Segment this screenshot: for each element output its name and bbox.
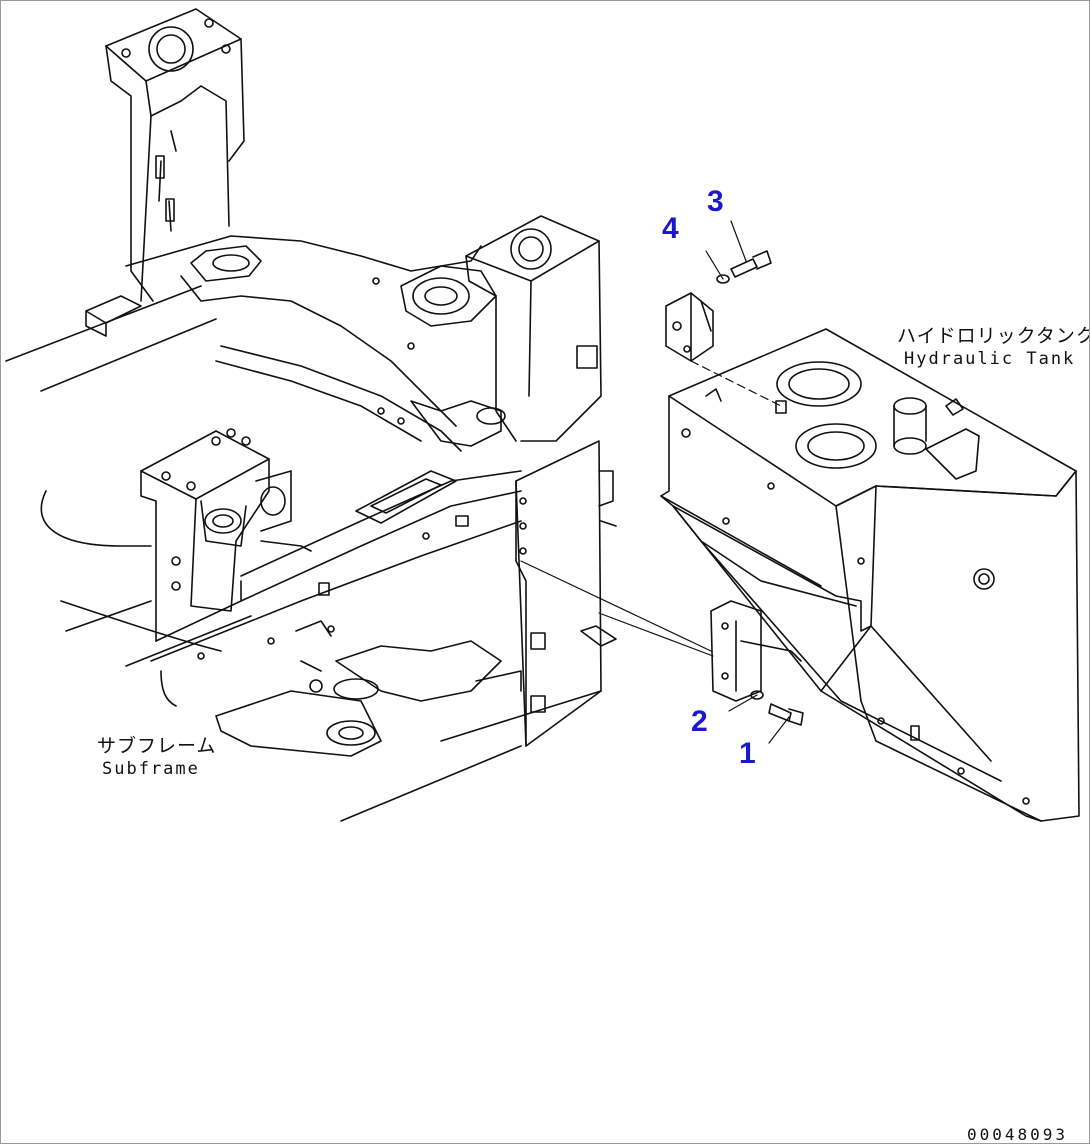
callout-part-1[interactable]: 1 bbox=[739, 737, 756, 770]
hydraulic-tank-label-en: Hydraulic Tank bbox=[904, 349, 1076, 369]
callout-part-3[interactable]: 3 bbox=[707, 185, 724, 218]
hydraulic-tank-label-jp: ハイドロリックタンク bbox=[897, 325, 1090, 347]
callout-part-2[interactable]: 2 bbox=[691, 705, 708, 738]
leader-lines bbox=[520, 220, 790, 744]
subframe-label-en: Subframe bbox=[102, 759, 200, 779]
subframe-label-jp: サブフレーム bbox=[97, 735, 217, 757]
document-id: 00048093 bbox=[967, 1125, 1069, 1144]
hydraulic-tank-drawing bbox=[660, 250, 1080, 822]
subframe-drawing bbox=[5, 8, 617, 822]
callout-part-4[interactable]: 4 bbox=[662, 212, 679, 245]
